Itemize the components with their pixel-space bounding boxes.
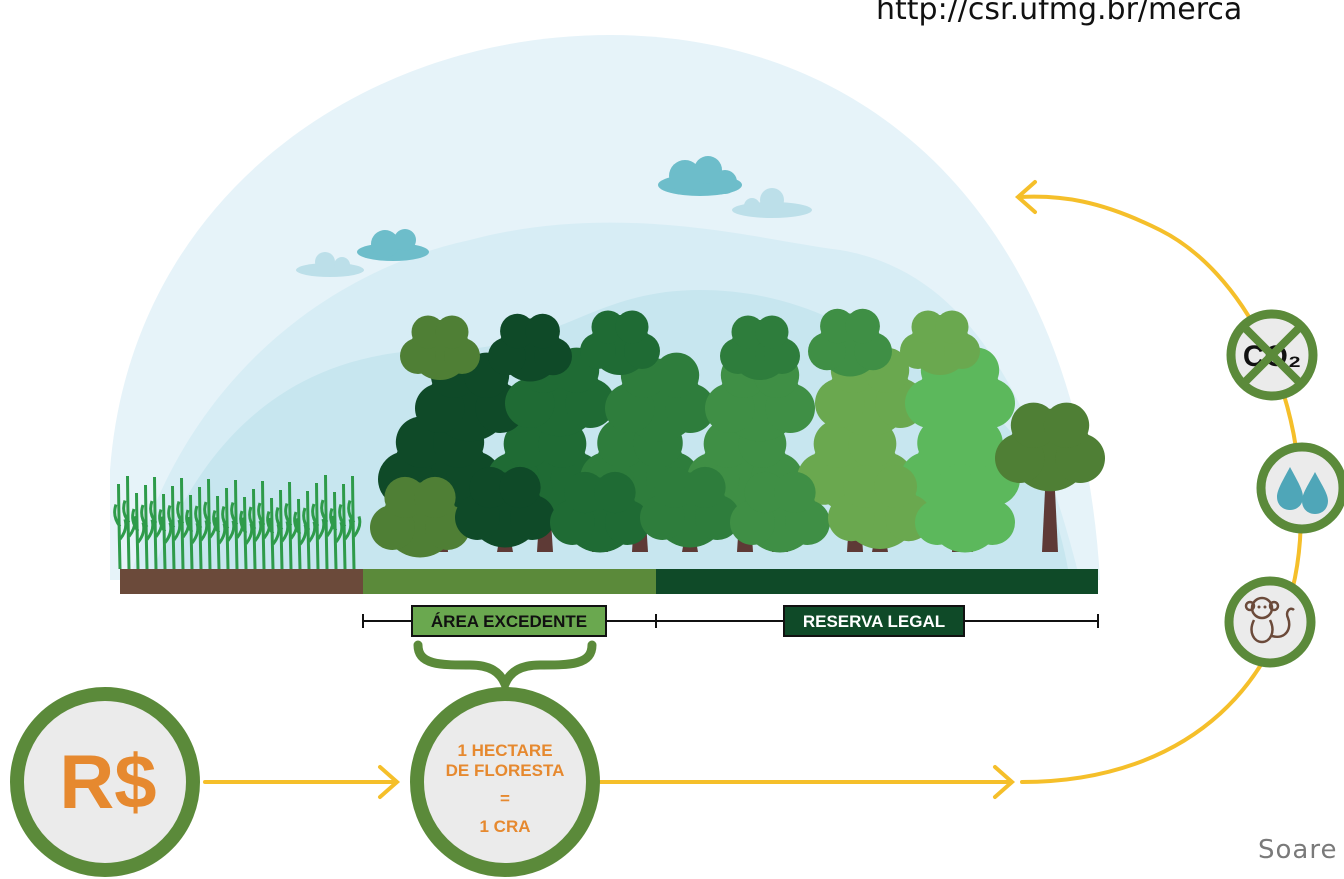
tree-canopy	[744, 471, 786, 514]
money-symbol: R$	[59, 740, 156, 825]
cloud-faint-1	[732, 188, 812, 218]
tree-canopy	[469, 466, 511, 509]
crop-leaf	[275, 507, 290, 543]
crop-leaf	[140, 504, 155, 541]
tree-canopy	[594, 471, 636, 514]
tree-canopy	[684, 466, 726, 509]
tree	[915, 471, 1015, 553]
tree-canopy	[935, 310, 969, 344]
ground-reserva	[656, 569, 1098, 594]
tree-canopy	[755, 315, 789, 349]
source-url[interactable]: http://csr.ufmg.br/merca	[876, 0, 1243, 27]
tree	[808, 308, 892, 377]
tree	[705, 352, 815, 442]
area-excedente-label: ÁREA EXCEDENTE	[411, 605, 607, 637]
tree	[400, 315, 480, 380]
tree	[995, 402, 1105, 552]
tree-canopy	[525, 313, 560, 349]
crop-leaf	[167, 505, 182, 541]
crop-leaf	[194, 505, 209, 542]
crop-leaf	[221, 506, 236, 542]
tree-canopy	[731, 315, 765, 349]
tree-canopy	[384, 476, 426, 519]
tree-canopy	[499, 466, 541, 509]
hectare-line3: =	[500, 789, 510, 808]
tree	[580, 310, 660, 375]
tree-canopy	[1010, 402, 1057, 448]
cloud-faint-2	[296, 252, 364, 277]
reserva-legal-text: RESERVA LEGAL	[803, 612, 945, 631]
tree-canopy	[591, 310, 625, 344]
money-circle: R$	[10, 687, 200, 877]
tree-canopy	[564, 471, 606, 514]
crop-leaf	[113, 504, 128, 541]
monkey-icon	[1224, 576, 1316, 668]
hectare-line1: 1 HECTARE	[457, 741, 552, 760]
tree-canopy	[414, 476, 456, 519]
tree	[720, 315, 800, 380]
tree	[455, 466, 555, 552]
crop-leaf	[248, 506, 263, 542]
tree-canopy	[500, 313, 535, 349]
credit-text: Soare	[1258, 835, 1338, 865]
crop-leaf	[338, 504, 353, 541]
tree	[488, 313, 572, 382]
tree-canopy	[842, 465, 886, 509]
forest-trees	[370, 308, 1105, 558]
reserva-legal-label: RESERVA LEGAL	[783, 605, 965, 637]
area-excedente-text: ÁREA EXCEDENTE	[431, 612, 587, 631]
tree-canopy	[654, 466, 696, 509]
tree-canopy	[813, 419, 862, 468]
crop-leaf	[347, 500, 362, 538]
tree-canopy	[615, 310, 649, 344]
crop-plants	[113, 474, 362, 570]
tree-canopy	[929, 471, 971, 514]
tree	[370, 476, 470, 558]
tree-canopy	[503, 419, 552, 468]
hectare-line2: DE FLORESTA	[446, 761, 565, 780]
flow-arrows	[203, 180, 1303, 799]
no-co2-icon: CO₂	[1226, 309, 1318, 401]
curly-brace	[413, 640, 597, 696]
cloud-large	[658, 156, 742, 196]
tree	[730, 471, 830, 553]
tree	[900, 310, 980, 375]
tree-canopy	[435, 315, 469, 349]
tree	[640, 466, 740, 552]
crop-leaf	[311, 503, 326, 540]
tree-canopy	[911, 310, 945, 344]
ground-crop	[120, 569, 363, 594]
tree	[605, 352, 715, 442]
tree-canopy	[1043, 402, 1090, 448]
tree-canopy	[774, 471, 816, 514]
hectare-circle: 1 HECTARE DE FLORESTA = 1 CRA	[410, 687, 600, 877]
cloud-medium	[357, 229, 429, 261]
hectare-line4: 1 CRA	[479, 817, 530, 836]
water-drops-icon	[1256, 442, 1344, 534]
tree-canopy	[845, 308, 880, 344]
tree-canopy	[874, 465, 918, 509]
tree-canopy	[959, 471, 1001, 514]
tree-canopy	[820, 308, 855, 344]
ground-excedente	[363, 569, 656, 594]
tree-canopy	[411, 315, 445, 349]
tree	[550, 471, 650, 553]
tree-canopy	[653, 352, 700, 398]
